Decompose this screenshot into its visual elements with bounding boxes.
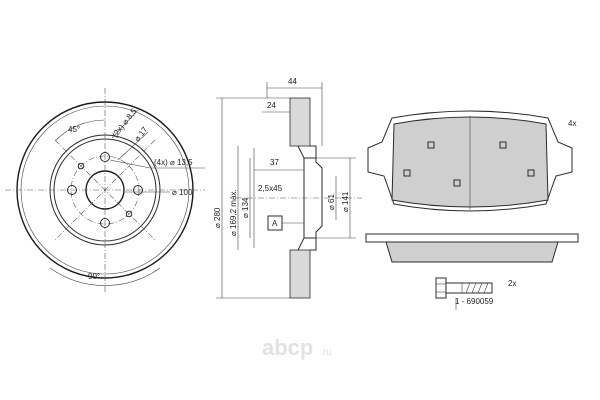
- bolt-thread-3: [477, 282, 483, 294]
- leader-bolt-holes: [109, 159, 151, 169]
- label-dim-280: ⌀ 280: [213, 207, 222, 228]
- label-dim-141: ⌀ 141: [341, 191, 350, 212]
- bolt-hole-bottom: [100, 218, 110, 228]
- watermark-text: abcp: [262, 335, 313, 360]
- watermark-suffix: .ru: [320, 347, 332, 358]
- pad-mark-5: [527, 169, 535, 177]
- pad-side-friction: [385, 241, 559, 263]
- brake-pad-side-view: [365, 233, 579, 263]
- label-dim-61: ⌀ 61: [327, 194, 336, 210]
- label-dim-134: ⌀ 134: [241, 197, 250, 218]
- label-angle-bottom: 90°: [88, 272, 100, 281]
- bolt-thread-1: [465, 282, 471, 294]
- label-dim-24: 24: [267, 101, 276, 110]
- label-bolt-quantity: 2x: [508, 279, 516, 288]
- disc-diagonal-centerline-b: [54, 139, 156, 241]
- watermark-logo: abcp .ru: [262, 335, 332, 360]
- bolt-thread-2: [471, 282, 477, 294]
- disc-section-view: 44 24 37 2,5x45 ⌀ 280 ⌀ 169,2 máx. ⌀ 134…: [213, 77, 362, 299]
- pad-mark-3: [453, 179, 461, 187]
- bolt-shank: [445, 282, 493, 294]
- locating-hole-b: [125, 210, 133, 218]
- pad-mark-1: [427, 141, 435, 149]
- rotor-ring-upper: [289, 97, 311, 147]
- locating-hole-a: [77, 162, 85, 170]
- label-datum-a: A: [272, 219, 278, 228]
- hat-outer-profile: [310, 145, 323, 251]
- brake-pad-top-view: 4x: [367, 110, 576, 212]
- label-dim-chamfer: 2,5x45: [258, 184, 283, 193]
- label-center-bore: ⌀ 17: [132, 125, 149, 144]
- bolt-head: [435, 277, 447, 299]
- angle-45-arc: [55, 119, 106, 141]
- bolt-thread-4: [483, 282, 489, 294]
- bolt-hole-right: [133, 185, 143, 195]
- pad-mark-4: [403, 169, 411, 177]
- rotor-ring-lower: [289, 249, 311, 299]
- label-pad-quantity: 4x: [568, 119, 576, 128]
- label-dim-37: 37: [270, 158, 279, 167]
- pad-mark-2: [499, 141, 507, 149]
- bolt-hole-top: [100, 152, 110, 162]
- pad-side-backplate: [365, 233, 579, 243]
- label-angle-top: 45°: [68, 125, 80, 134]
- label-bolt-holes: (4x) ⌀ 13,5: [154, 158, 193, 167]
- label-bolt-part-number: 1 - 690059: [455, 297, 494, 306]
- label-pcd: ⌀ 100: [172, 188, 193, 197]
- angle-90-arc: [49, 267, 161, 286]
- bolt-hole-left: [67, 185, 77, 195]
- leader-center-bore: [117, 131, 149, 161]
- disc-front-view: 45° (2x) ⌀ 8,5 ⌀ 17 (4x) ⌀ 13,5 ⌀ 100 90…: [5, 88, 205, 292]
- bolt-drawing: 2x 1 - 690059: [435, 277, 516, 310]
- leader-holes-center: [111, 109, 139, 139]
- pad-backplate-outline: [367, 110, 573, 212]
- label-dim-width-total: 44: [288, 77, 297, 86]
- label-dim-169: ⌀ 169,2 máx.: [229, 189, 238, 236]
